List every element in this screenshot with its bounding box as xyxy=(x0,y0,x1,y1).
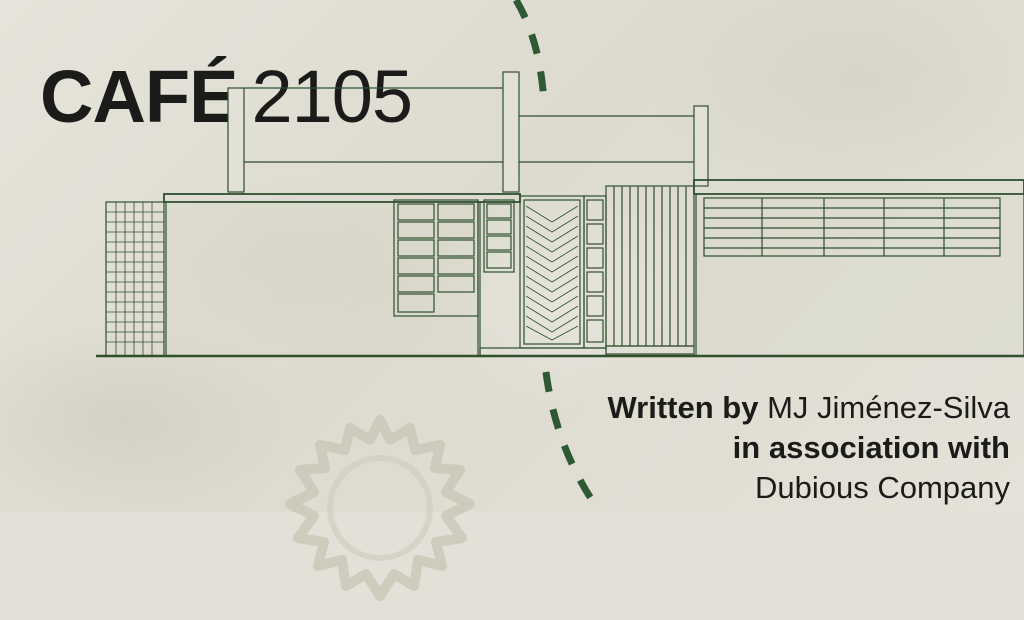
credit-association-line: in association with xyxy=(490,428,1010,468)
title-number: 2105 xyxy=(251,55,413,138)
dashed-arc-bottom xyxy=(542,371,603,512)
written-by-label: Written by xyxy=(607,390,759,425)
author-name: MJ Jiménez-Silva xyxy=(767,390,1010,425)
building-elevation-drawing xyxy=(96,0,1024,512)
company-name: Dubious Company xyxy=(754,470,1010,505)
credit-author-line: Written by MJ Jiménez-Silva xyxy=(490,388,1010,428)
credits-block: Written by MJ Jiménez-Silva in associati… xyxy=(490,388,1010,508)
dashed-arc-top xyxy=(512,0,548,103)
title-cafe: CAFÉ xyxy=(40,55,238,138)
association-label: in association with xyxy=(732,430,1010,465)
